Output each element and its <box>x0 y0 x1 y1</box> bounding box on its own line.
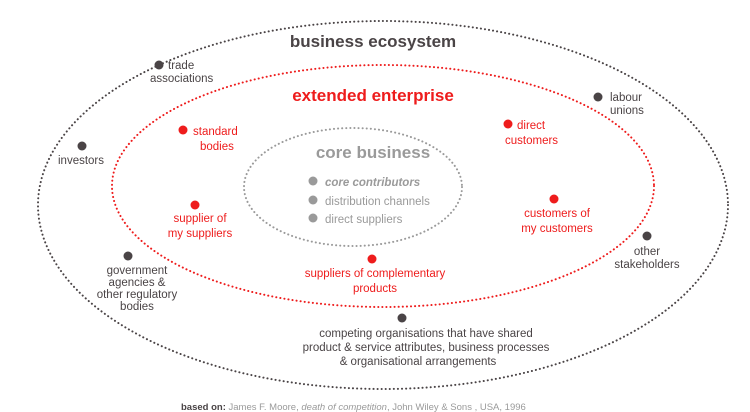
dot-icon <box>397 313 407 323</box>
dot-icon <box>642 231 652 241</box>
dot-icon <box>123 251 133 261</box>
bullet-icon <box>308 176 318 186</box>
source-citation: based on: James F. Moore, death of compe… <box>181 402 526 412</box>
enterprise-ellipse <box>111 64 655 308</box>
dot-icon <box>77 141 87 151</box>
bullet-icon <box>308 195 318 205</box>
dot-icon <box>154 60 164 70</box>
ecosystem-ellipse <box>37 20 729 390</box>
dot-icon <box>190 200 200 210</box>
core-title: core business <box>316 143 430 162</box>
core-item: core contributors <box>325 177 420 189</box>
dot-icon <box>549 194 559 204</box>
competing-organisations-label: competing organisations that have shared… <box>303 328 550 368</box>
core-item: direct suppliers <box>325 214 403 226</box>
dot-icon <box>367 254 377 264</box>
core-item: distribution channels <box>325 196 430 208</box>
investors-label: investors <box>58 155 104 167</box>
dot-icon <box>503 119 513 129</box>
dot-icon <box>178 125 188 135</box>
ecosystem-title: business ecosystem <box>290 32 456 51</box>
dot-icon <box>593 92 603 102</box>
enterprise-title: extended enterprise <box>292 86 454 105</box>
bullet-icon <box>308 213 318 223</box>
core-ellipse <box>243 127 463 247</box>
